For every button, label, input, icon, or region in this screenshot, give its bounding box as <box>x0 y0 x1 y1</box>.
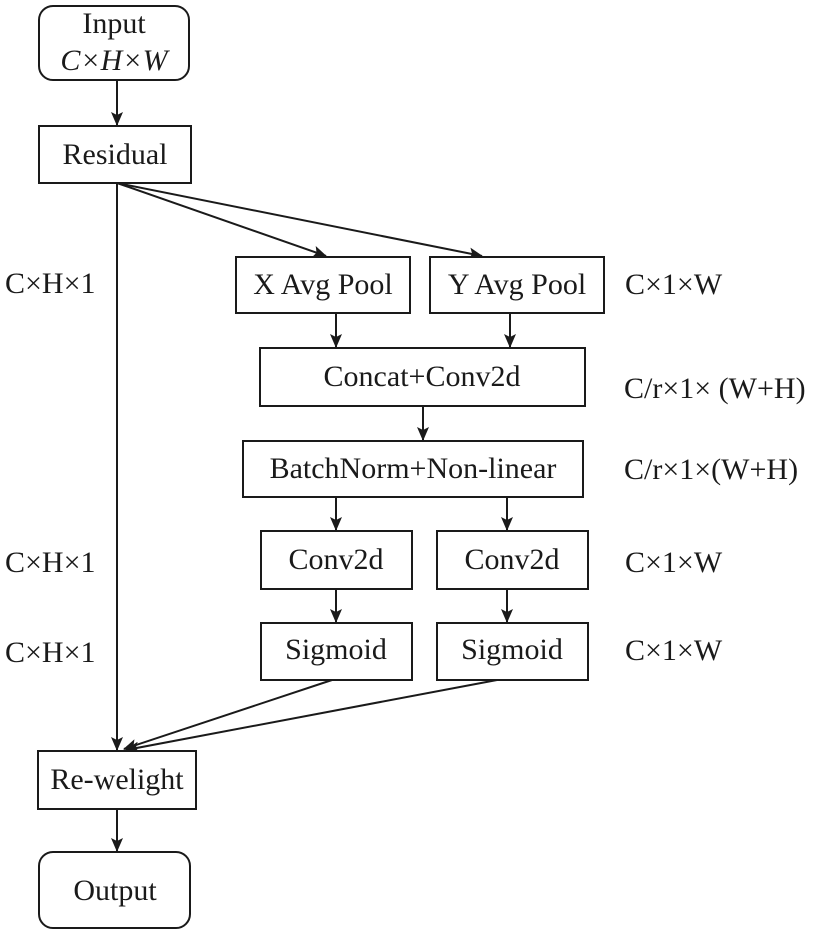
node-batchnorm-nonlinear: BatchNorm+Non-linear <box>242 440 584 498</box>
edge-residual-y-avg-pool <box>116 182 483 260</box>
dimension-labels: C×H×1 C×1×W C/r×1× (W+H) C/r×1×(W+H) C×H… <box>5 267 806 669</box>
node-y-avg-pool: Y Avg Pool <box>429 256 605 314</box>
input-shape-label: C×H×W <box>60 44 170 77</box>
dim-right-batchnorm: C/r×1×(W+H) <box>624 453 798 486</box>
x-avg-pool-label: X Avg Pool <box>253 268 392 301</box>
concat-conv2d-label: Concat+Conv2d <box>324 360 521 393</box>
node-reweight: Re-welight <box>37 750 197 810</box>
edges <box>111 80 516 852</box>
reweight-label: Re-welight <box>50 763 184 796</box>
conv2d-left-label: Conv2d <box>288 543 383 576</box>
node-sigmoid-right: Sigmoid <box>436 622 589 681</box>
dim-right-pool: C×1×W <box>625 268 723 301</box>
node-conv2d-right: Conv2d <box>436 530 589 590</box>
node-x-avg-pool: X Avg Pool <box>235 256 411 314</box>
output-label: Output <box>73 874 157 907</box>
y-avg-pool-label: Y Avg Pool <box>448 268 586 301</box>
node-sigmoid-left: Sigmoid <box>260 622 413 681</box>
dim-right-sigmoid: C×1×W <box>625 634 723 667</box>
node-output: Output <box>38 851 191 929</box>
node-conv2d-left: Conv2d <box>260 530 413 590</box>
edge-residual-x-avg-pool <box>116 182 327 258</box>
dim-right-concat: C/r×1× (W+H) <box>624 372 806 405</box>
dim-left-top: C×H×1 <box>5 267 96 300</box>
batchnorm-nonlinear-label: BatchNorm+Non-linear <box>270 452 557 485</box>
node-input: Input C×H×W <box>38 5 190 81</box>
conv2d-right-label: Conv2d <box>464 543 559 576</box>
edge-sigmoid-left-reweight <box>123 679 333 751</box>
dim-left-sigmoid: C×H×1 <box>5 636 96 669</box>
node-concat-conv2d: Concat+Conv2d <box>259 347 586 407</box>
sigmoid-left-label: Sigmoid <box>285 633 387 666</box>
node-residual: Residual <box>38 125 192 184</box>
sigmoid-right-label: Sigmoid <box>461 633 563 666</box>
dim-left-conv: C×H×1 <box>5 546 96 579</box>
input-label: Input <box>82 7 146 40</box>
dim-right-conv: C×1×W <box>625 546 723 579</box>
residual-label: Residual <box>63 138 168 171</box>
edge-sigmoid-right-reweight <box>125 679 498 754</box>
